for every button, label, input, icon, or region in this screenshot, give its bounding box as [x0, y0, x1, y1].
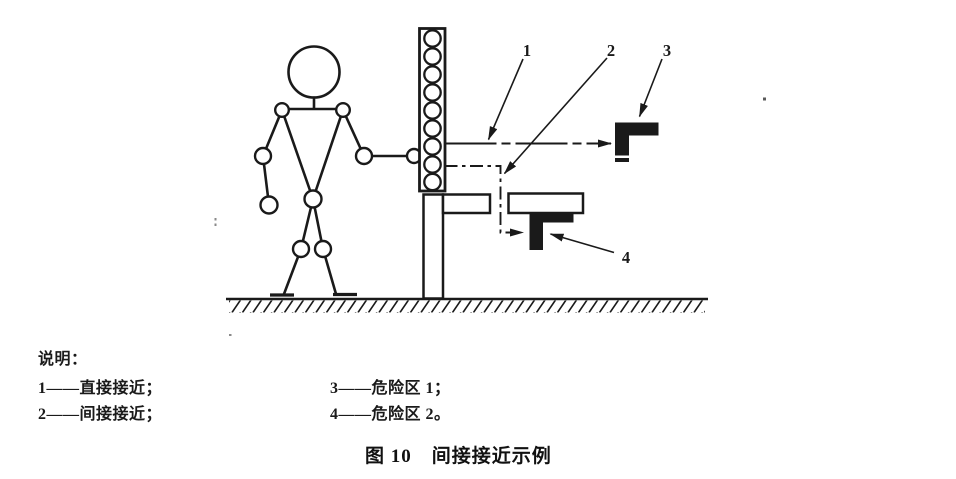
light-curtain	[418, 27, 447, 193]
head	[287, 45, 341, 99]
leader-line-2	[503, 57, 608, 175]
feet	[270, 292, 357, 297]
hazard-zone-1	[615, 122, 659, 156]
callout-labels: 1 2 3 4	[523, 41, 671, 267]
legend-item-direct-approach: 1——直接接近；	[38, 380, 163, 397]
ground	[226, 297, 708, 313]
figure-caption: 图 10 间接接近示例	[365, 446, 552, 467]
callout-label-3: 3	[663, 41, 671, 60]
legend-item-hazard-zone-2: 4——危险区 2。	[330, 406, 451, 423]
hip-circle	[303, 189, 323, 209]
joint-circles	[253, 101, 423, 259]
callout-label-4: 4	[622, 248, 630, 267]
leader-lines	[487, 57, 663, 254]
ground-hatching	[229, 300, 705, 313]
light-curtain-beam-lenses	[423, 29, 442, 192]
body-limbs	[261, 96, 416, 296]
machine-table-left	[441, 193, 492, 215]
leader-line-1	[487, 58, 524, 141]
hazard-zone-2	[529, 213, 574, 250]
leader-line-4	[549, 233, 615, 254]
machine-post	[422, 193, 445, 300]
machine-frame	[422, 192, 585, 300]
leader-line-3	[638, 58, 663, 118]
legend-item-hazard-zone-1: 3——危险区 1；	[330, 380, 451, 397]
callout-label-1: 1	[523, 41, 531, 60]
stick-figure	[253, 45, 423, 297]
legend-title: 说明：	[38, 351, 88, 368]
approach-path-indirect	[444, 165, 524, 237]
legend-item-indirect-approach: 2——间接接近；	[38, 406, 163, 423]
scan-artifacts	[214, 97, 766, 336]
machine-table-right	[507, 192, 585, 215]
indirect-approach-diagram: 1 2 3 4	[214, 27, 766, 336]
hazard-zone-1-lower-block	[615, 158, 629, 162]
callout-label-2: 2	[607, 41, 615, 60]
